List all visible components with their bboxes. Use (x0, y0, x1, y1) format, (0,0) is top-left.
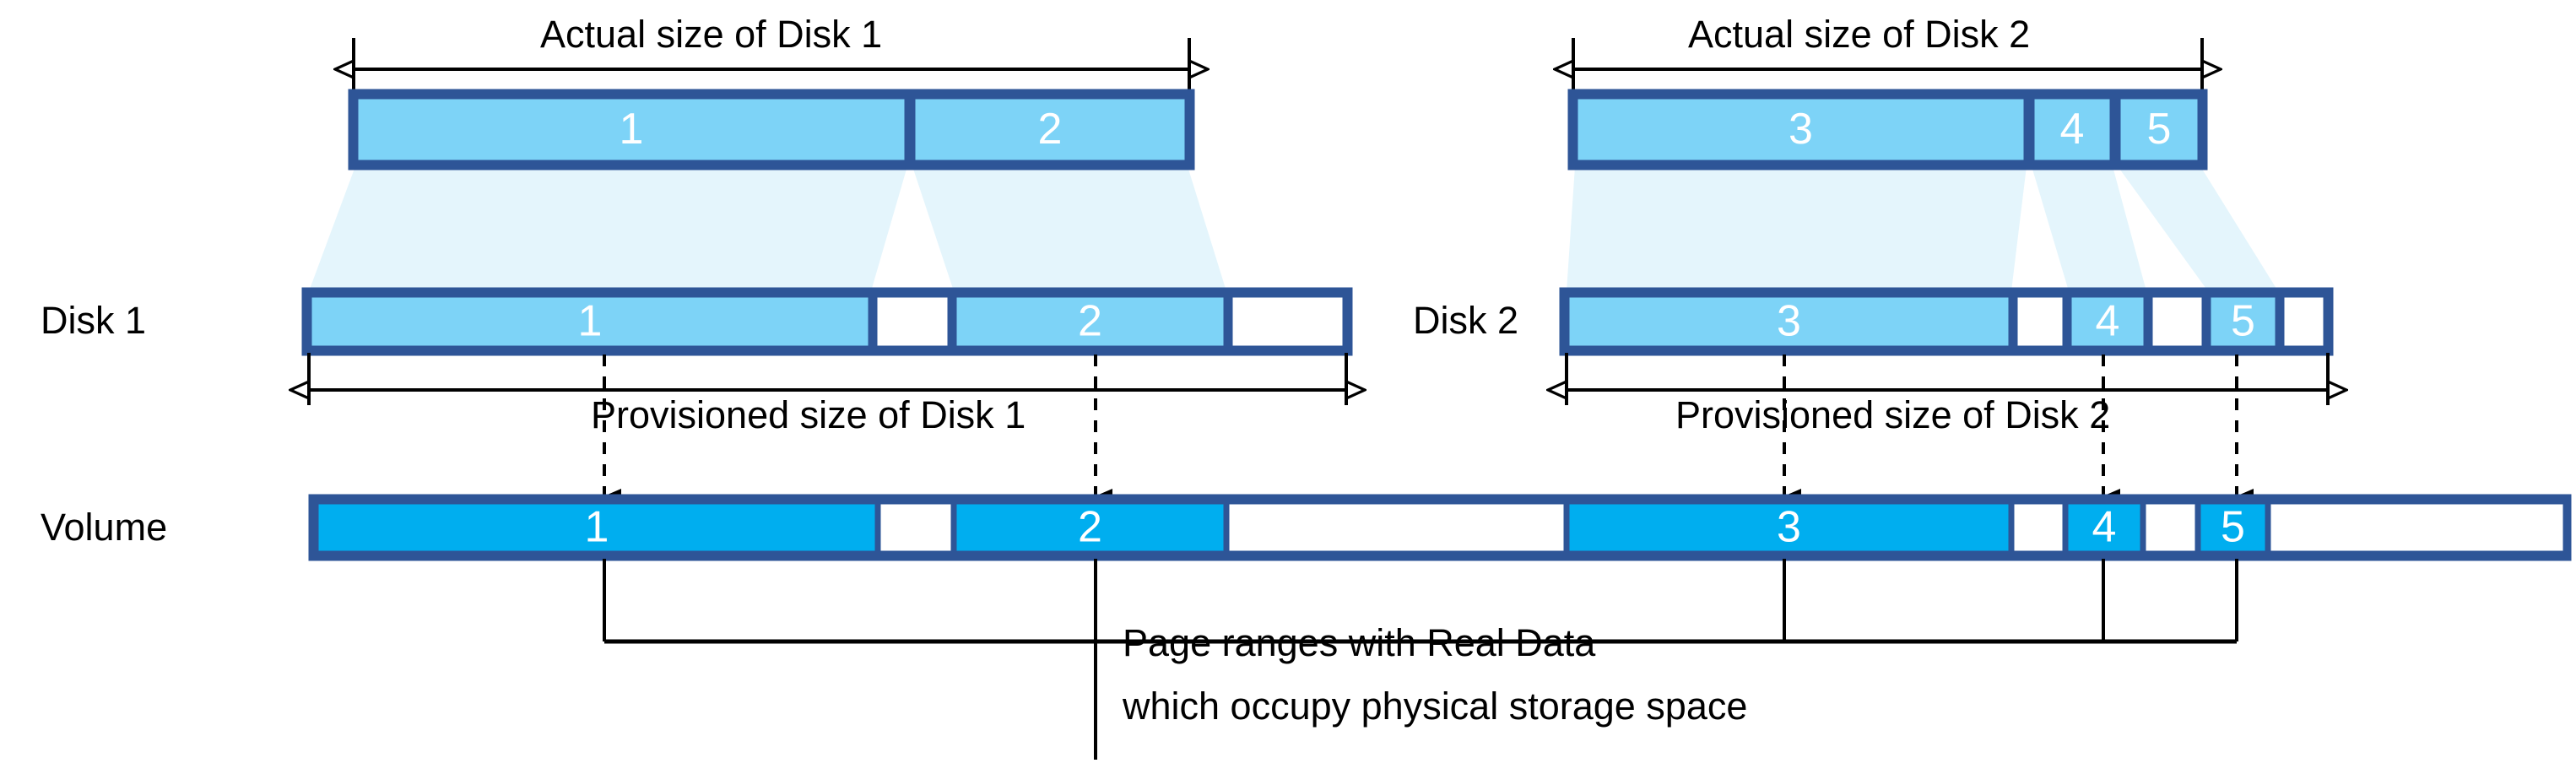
label-provisioned-size-disk1: Provisioned size of Disk 1 (591, 393, 1026, 436)
actual-disk2-block (2114, 93, 2204, 166)
label-provisioned-size-disk2: Provisioned size of Disk 2 (1675, 393, 2111, 436)
disk2-row-block-label: 4 (2096, 297, 2120, 346)
disk1-row-block (1226, 291, 1349, 352)
volume-block (2140, 498, 2201, 557)
dimension-provisioned-disk2 (1567, 353, 2328, 405)
actual-disk2-block (1572, 93, 2030, 166)
volume-block (2008, 498, 2069, 557)
volume-block-label: 1 (585, 503, 609, 552)
dimension-provisioned-disk1 (309, 353, 1346, 405)
actual-disk2-block (2028, 93, 2116, 166)
volume-bar: 1 2 3 4 5 (308, 494, 2572, 561)
actual-disk1-block-label: 2 (1038, 105, 1063, 154)
projection-funnels-disk1 (309, 166, 1226, 291)
volume-block (874, 498, 957, 557)
actual-disk2-block-label: 4 (2060, 105, 2085, 154)
disk2-provisioned-bar: 3 4 5 (1559, 287, 2334, 356)
volume-block (2265, 498, 2569, 557)
disk1-row-block (306, 291, 874, 352)
actual-disk1-block (352, 93, 911, 166)
disk2-row-block (2011, 291, 2069, 352)
label-actual-size-disk1: Actual size of Disk 1 (540, 13, 883, 56)
disk2-row-block-label: 5 (2231, 297, 2255, 346)
disk1-row-block (871, 291, 954, 352)
label-volume: Volume (41, 506, 168, 549)
volume-block (1223, 498, 1570, 557)
volume-block-label: 3 (1777, 503, 1801, 552)
disk1-row-block-label: 2 (1078, 297, 1102, 346)
actual-disk2-block-label: 5 (2147, 105, 2172, 154)
disk1-row-block-label: 1 (578, 297, 603, 346)
caption-line-2: which occupy physical storage space (1123, 685, 1748, 728)
disk2-row-block (2278, 291, 2330, 352)
label-disk2: Disk 2 (1413, 299, 1519, 342)
projection-funnels-disk2 (1567, 166, 2278, 291)
actual-size-disk2-bar: 3 4 5 (1567, 89, 2208, 170)
label-actual-size-disk2: Actual size of Disk 2 (1688, 13, 2031, 56)
actual-disk1-block-label: 1 (620, 105, 644, 154)
dimension-actual-disk2 (1573, 38, 2202, 95)
actual-disk2-block-label: 3 (1789, 105, 1813, 154)
disk2-row-block (2205, 291, 2281, 352)
disk1-row-block (950, 291, 1230, 352)
volume-block-label: 4 (2092, 503, 2117, 552)
disk2-row-block (2065, 291, 2150, 352)
label-disk1: Disk 1 (41, 299, 147, 342)
volume-block-label: 5 (2221, 503, 2245, 552)
real-data-bracket (603, 559, 2238, 760)
disk2-row-block (2146, 291, 2208, 352)
dimension-actual-disk1 (354, 38, 1189, 95)
actual-disk1-block (909, 93, 1191, 166)
volume-block-label: 2 (1078, 503, 1102, 552)
caption-line-1: Page ranges with Real Data (1123, 621, 1596, 664)
disk2-row-block (1563, 291, 2015, 352)
mapping-pointers (603, 355, 2254, 504)
disk2-row-block-label: 3 (1777, 297, 1801, 346)
